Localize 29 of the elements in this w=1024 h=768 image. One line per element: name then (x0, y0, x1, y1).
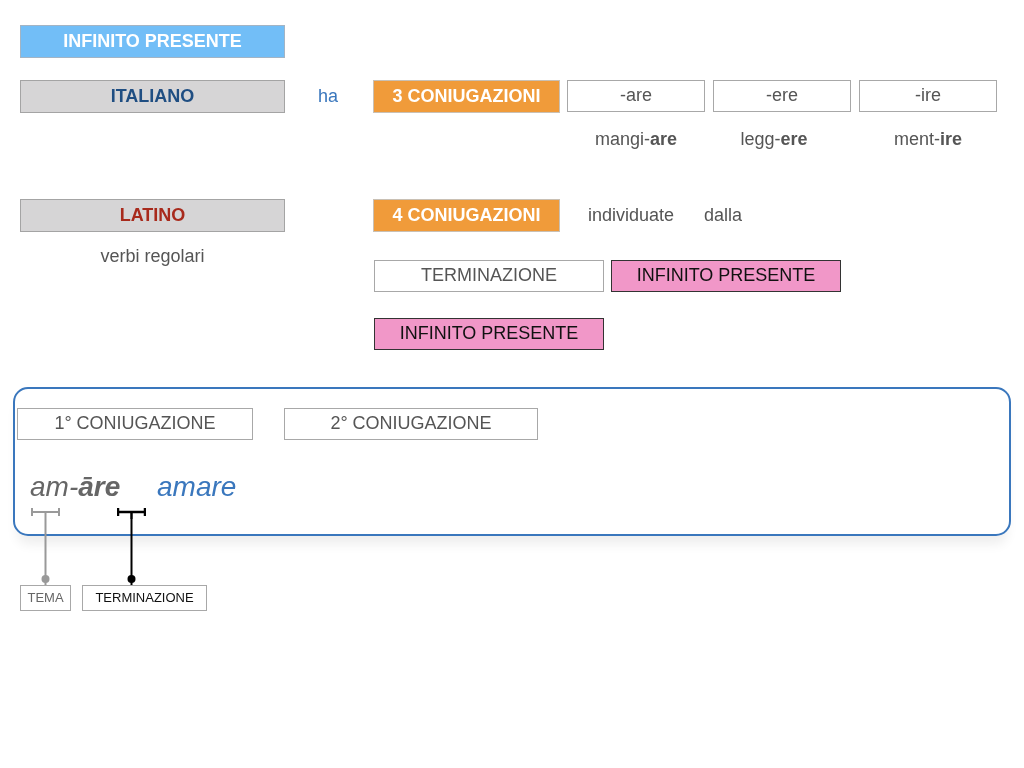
ending-box: -ere (713, 80, 851, 112)
label-text: ha (318, 86, 339, 108)
leader-line (41, 518, 50, 586)
conjugation-count-box: 3 CONIUGAZIONI (373, 80, 560, 113)
example-word: verbi regolari (100, 246, 205, 268)
latin-verb: am-āre (30, 470, 121, 504)
leader-line (127, 518, 136, 586)
conjugation-box: 2° CONIUGAZIONE (284, 408, 538, 440)
conjugation-count-box: 4 CONIUGAZIONI (373, 199, 560, 232)
example-word: mangi-are (594, 129, 678, 151)
ending-box: -ire (859, 80, 997, 112)
title-banner: INFINITO PRESENTE (20, 25, 285, 58)
language-box: LATINO (20, 199, 285, 232)
infinitive-box: INFINITO PRESENTE (611, 260, 841, 292)
italian-verb: amare (157, 470, 237, 504)
bracket-icon (117, 507, 146, 519)
conjugation-box: 1° CONIUGAZIONE (17, 408, 253, 440)
term-box: TERMINAZIONE (374, 260, 604, 292)
example-word: ment-ire (894, 129, 962, 151)
bracket-icon (31, 507, 60, 519)
language-box: ITALIANO (20, 80, 285, 113)
tag-box: TEMA (20, 585, 71, 611)
label-text: individuate (588, 205, 675, 227)
infinitive-box: INFINITO PRESENTE (374, 318, 604, 350)
ending-box: -are (567, 80, 705, 112)
tag-box: TERMINAZIONE (82, 585, 207, 611)
example-word: legg-ere (740, 129, 808, 151)
rounded-panel (13, 387, 1011, 536)
label-text: dalla (704, 205, 743, 227)
